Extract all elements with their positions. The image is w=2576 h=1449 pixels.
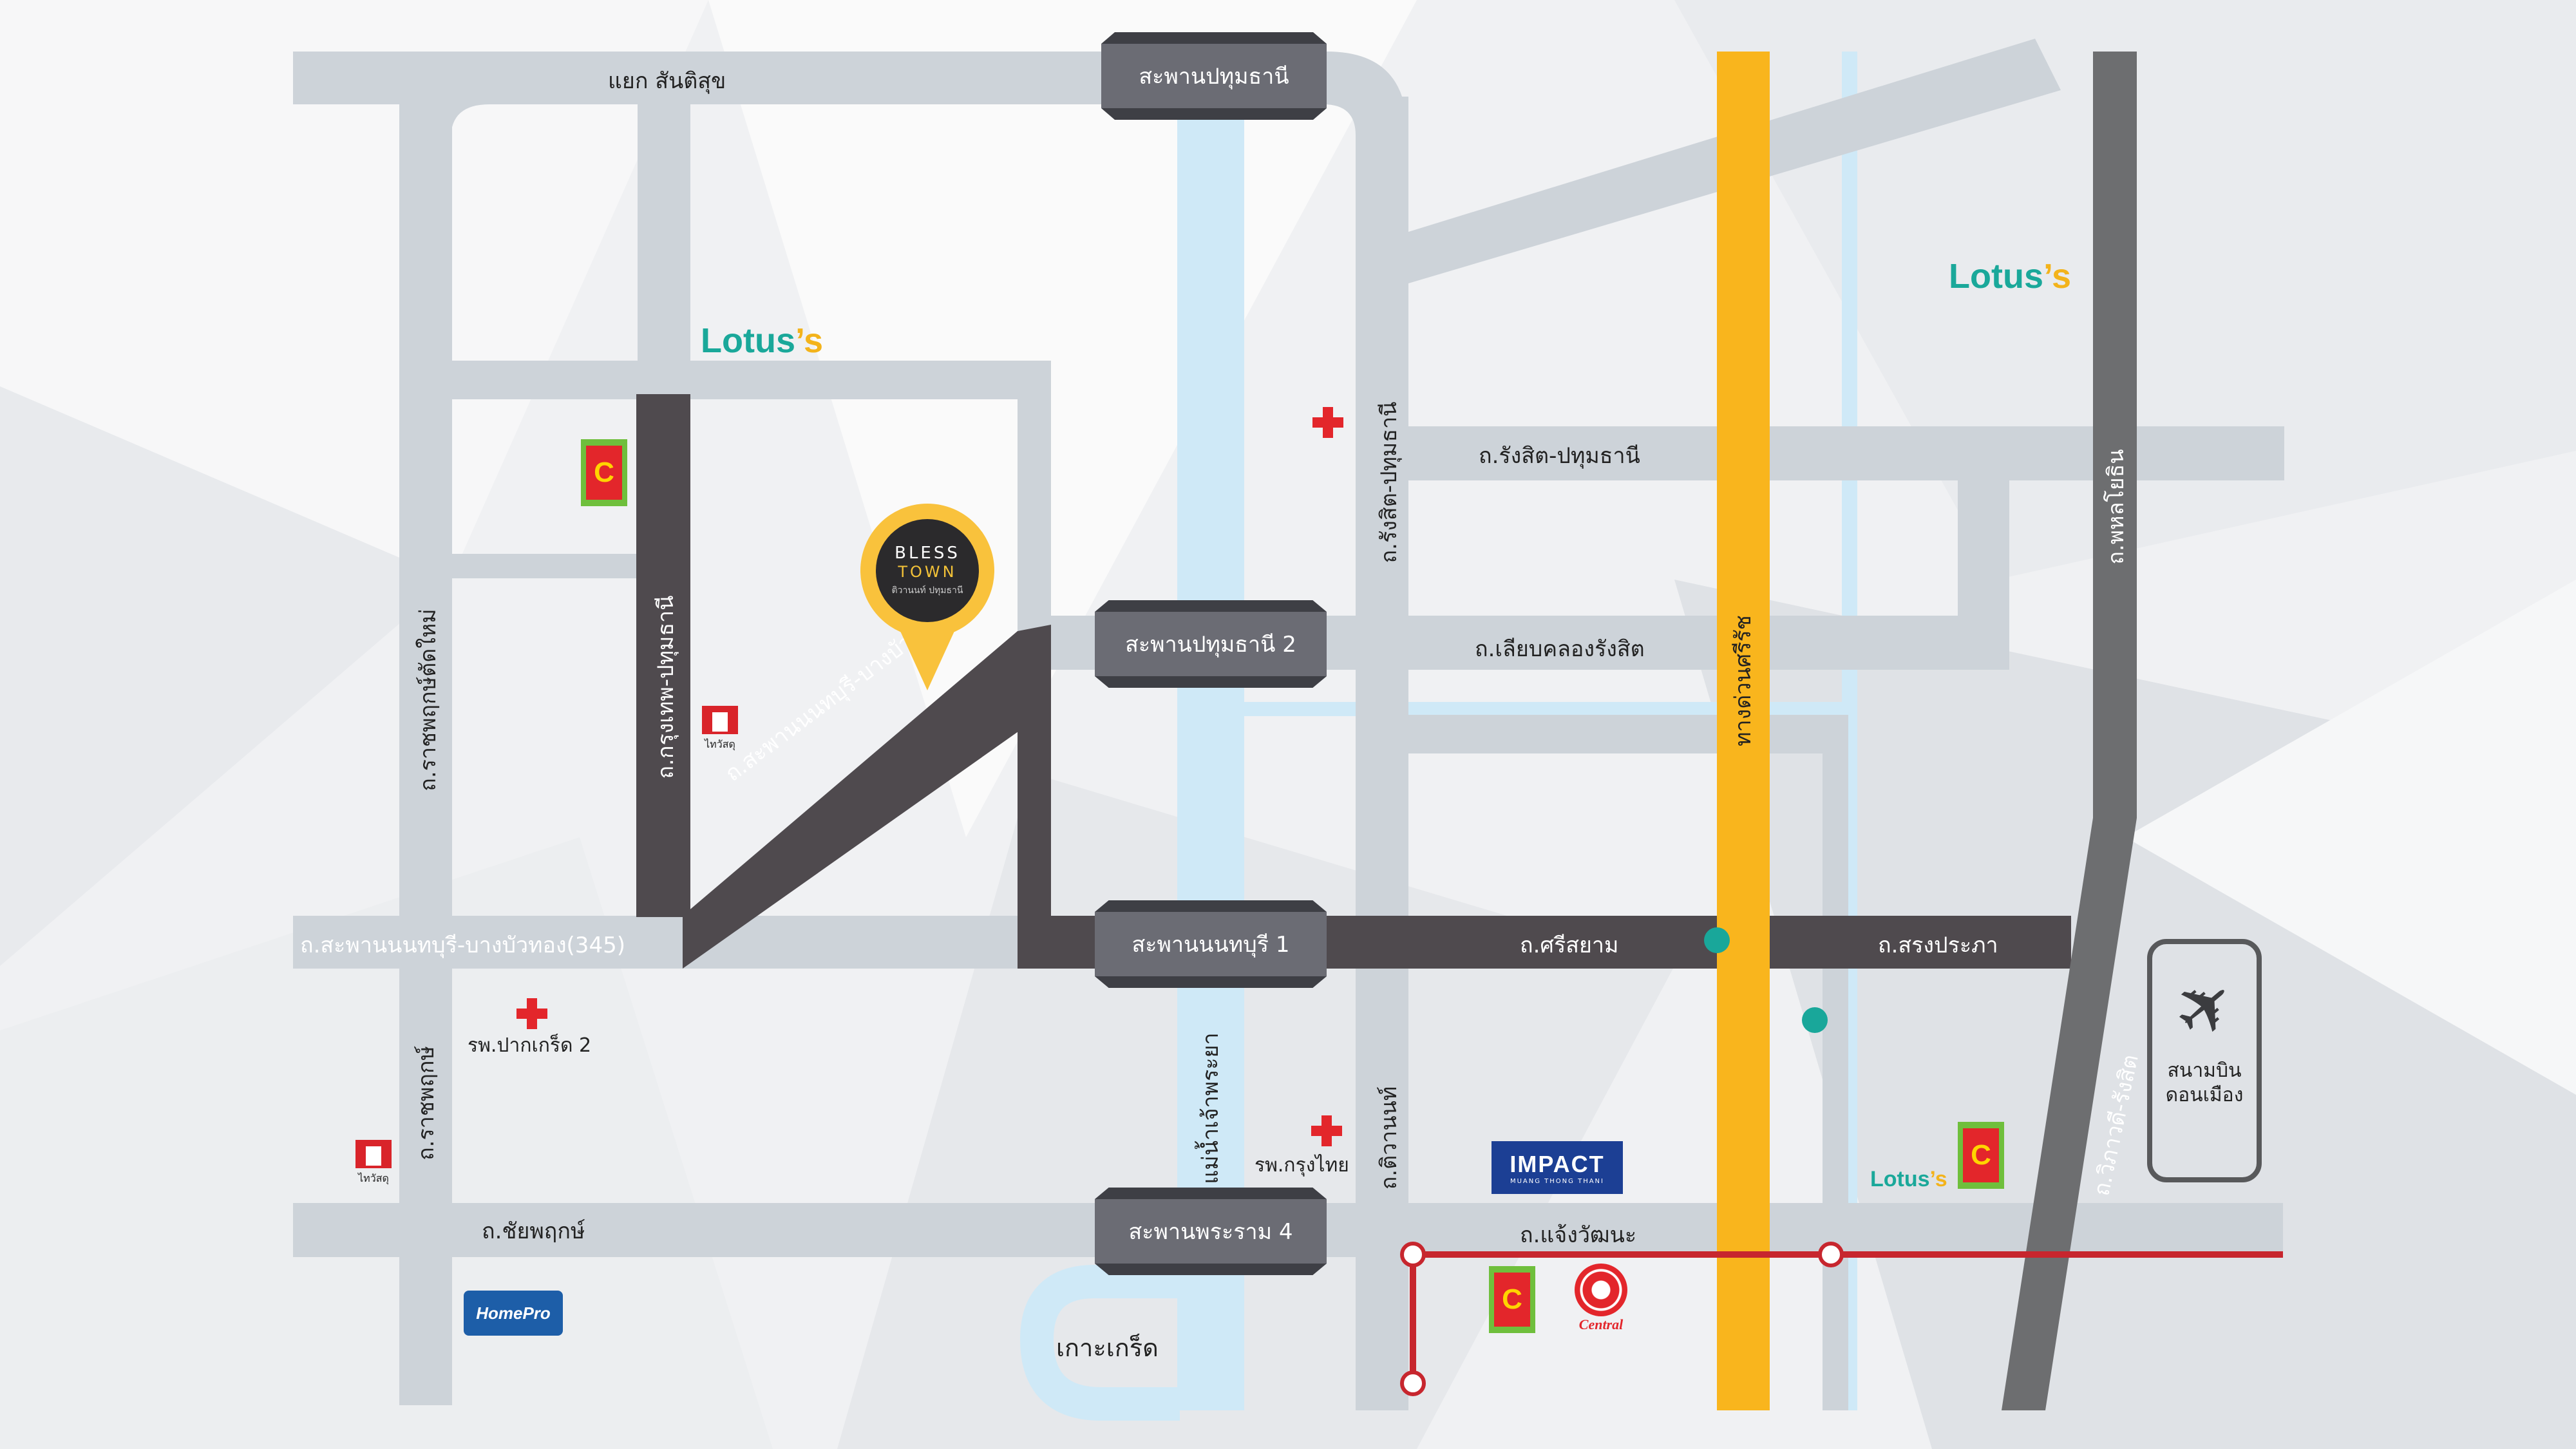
label-rangsit-pathum-v: ถ.รังสิต-ปทุมธานี <box>1376 401 1402 564</box>
bridge-rama-4: สะพานพระราม 4 <box>1095 1199 1327 1264</box>
bridge-pathum-1: สะพานปทุมธานี <box>1101 44 1327 108</box>
label-krungthep-pathum: ถ.กรุงเทพ-ปทุมธานี <box>653 595 679 779</box>
lotus-east-suffix: ’s <box>2043 257 2072 296</box>
thaiwatsadu-logo-north: ไทวัสดุ <box>701 706 739 753</box>
bridge-nonthaburi-1-label: สะพานนนทบุรี 1 <box>1132 932 1290 958</box>
pin-logo: BLESS TOWN ติวานนท์ ปทุมธานี <box>876 519 979 622</box>
label-expressway: ทางด่วนศรีรัช <box>1730 615 1756 746</box>
bigc-west-text: C <box>586 446 622 500</box>
label-phahonyothin: ถ.พหลโยธิน <box>2103 449 2129 565</box>
label-santisuk: แยก สันติสุข <box>608 68 726 94</box>
pin-line2: TOWN <box>898 563 957 581</box>
lotus-logo-west: Lotus’s <box>701 321 823 361</box>
lotus-logo-east: Lotus’s <box>1949 256 2071 296</box>
station-dot-songprapa <box>1802 1007 1828 1033</box>
thaiwatsadu-north-text: ไทวัสดุ <box>705 738 735 750</box>
label-sri-sayam: ถ.ศรีสยาม <box>1520 933 1619 958</box>
central-flower-icon <box>1575 1264 1627 1316</box>
lotus-west-name: Lotus <box>701 321 795 360</box>
label-hospital-krungthai: รพ.กรุงไทย <box>1255 1154 1349 1177</box>
label-ratchaphruek: ถ.ราชพฤกษ์ <box>413 1046 439 1160</box>
label-saphan-nonthaburi-main: ถ.สะพานนนทบุรี-บางบัวทอง(345) <box>300 933 625 958</box>
bigc-logo-west: C <box>581 439 627 506</box>
label-ratchaphruek-tatmai: ถ.ราชพฤกษ์ตัดใหม่ <box>415 609 441 791</box>
homepro-logo: HomePro <box>464 1291 563 1336</box>
bridge-pathum-1-label: สะพานปทุมธานี <box>1139 64 1289 90</box>
label-river: แม่น้ำเจ้าพระยา <box>1198 1032 1224 1184</box>
bridge-pathum-2: สะพานปทุมธานี 2 <box>1095 612 1327 676</box>
airport-marker: ✈ สนามบินดอนเมือง <box>2147 939 2262 1182</box>
hospital-icon-pakkret <box>516 998 547 1029</box>
bigc-south-text: C <box>1494 1273 1530 1327</box>
bridge-pathum-2-label: สะพานปทุมธานี 2 <box>1125 632 1296 658</box>
airplane-icon: ✈ <box>2155 957 2255 1059</box>
bridge-nonthaburi-1: สะพานนนทบุรี 1 <box>1095 912 1327 976</box>
bigc-logo-east: C <box>1958 1122 2004 1189</box>
phahonyothin-road <box>2002 52 2137 1410</box>
bigc-logo-south: C <box>1489 1266 1535 1333</box>
impact-name: IMPACT <box>1510 1150 1605 1177</box>
homepro-name: HomePro <box>476 1303 551 1323</box>
lotus-logo-south: Lotus’s <box>1870 1167 1947 1192</box>
dark-roads <box>636 394 2071 969</box>
label-hospital-pakkret: รพ.ปากเกร็ด 2 <box>468 1034 592 1057</box>
lotus-west-suffix: ’s <box>795 321 824 360</box>
central-name: Central <box>1578 1316 1624 1332</box>
label-chaengwattana: ถ.แจ้งวัฒนะ <box>1520 1222 1637 1248</box>
rail-line <box>1400 1242 2283 1396</box>
thaiwatsadu-logo-south: ไทวัสดุ <box>354 1140 393 1188</box>
lotus-south-suffix: ’s <box>1929 1167 1947 1191</box>
label-chaiyaphruek: ถ.ชัยพฤกษ์ <box>482 1218 585 1244</box>
label-airport: สนามบินดอนเมือง <box>2165 1059 2244 1106</box>
lotus-east-name: Lotus <box>1949 257 2043 296</box>
impact-subtitle: MUANG THONG THANI <box>1510 1177 1604 1185</box>
pin-line1: BLESS <box>895 544 960 563</box>
river <box>1019 39 1857 1421</box>
label-rangsit-pathum-h: ถ.รังสิต-ปทุมธานี <box>1479 443 1640 469</box>
label-ko-kret: เกาะเกร็ด <box>1056 1334 1159 1362</box>
lotus-south-name: Lotus <box>1870 1167 1930 1191</box>
station-dot-srirat <box>1704 927 1730 953</box>
thaiwatsadu-south-text: ไทวัสดุ <box>358 1172 389 1184</box>
label-tiwanon: ถ.ติวานนท์ <box>1376 1086 1402 1190</box>
central-logo: Central <box>1569 1264 1633 1334</box>
label-liap-khlong: ถ.เลียบคลองรังสิต <box>1475 636 1645 662</box>
hospital-icon-krungthai <box>1311 1115 1342 1146</box>
bigc-east-text: C <box>1963 1128 1999 1182</box>
bridge-rama-4-label: สะพานพระราม 4 <box>1128 1219 1293 1245</box>
bless-town-pin[interactable]: BLESS TOWN ติวานนท์ ปทุมธานี <box>860 504 994 690</box>
hospital-icon-tiwanon-north <box>1312 407 1343 438</box>
pin-line3: ติวานนท์ ปทุมธานี <box>891 585 963 596</box>
label-songprapa: ถ.สรงประภา <box>1878 933 1998 958</box>
expressway <box>1717 52 1770 1410</box>
